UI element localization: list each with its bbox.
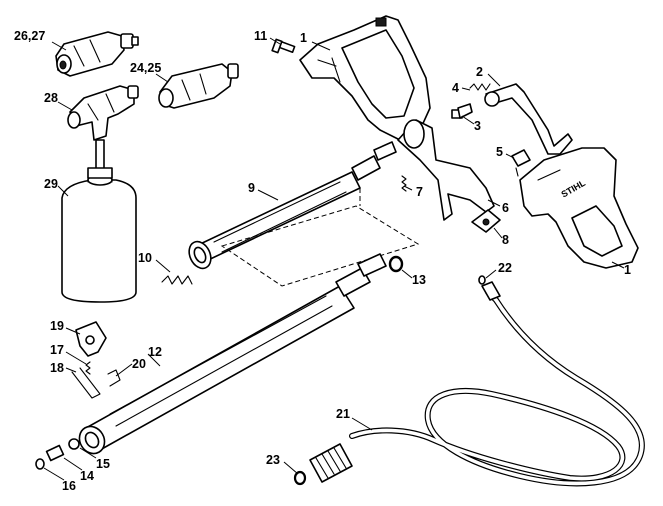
callout-10: 10 xyxy=(138,251,152,265)
callout-4: 4 xyxy=(452,81,459,95)
spray-gun-handle-part: STIHL xyxy=(519,147,639,269)
retaining-bracket-part xyxy=(71,367,101,399)
callout-5: 5 xyxy=(496,145,503,159)
callout-22: 22 xyxy=(498,261,512,275)
callout-7: 7 xyxy=(416,185,423,199)
spray-lance-part xyxy=(78,253,387,455)
trigger-spring-part xyxy=(401,175,407,192)
lance-tube-part xyxy=(188,141,397,270)
callout-15: 15 xyxy=(96,457,110,471)
rotary-nozzle-part xyxy=(55,31,139,77)
callout-26-27: 26,27 xyxy=(14,29,45,43)
retaining-pin-part xyxy=(107,369,121,387)
high-pressure-hose-part xyxy=(349,281,645,487)
grip-housing-part xyxy=(397,119,495,221)
callout-8: 8 xyxy=(502,233,509,247)
callout-16: 16 xyxy=(62,479,76,493)
callout-1-top: 1 xyxy=(300,31,307,45)
callout-6: 6 xyxy=(502,201,509,215)
detent-spring-part xyxy=(85,361,91,375)
hose-o-ring-part xyxy=(478,275,486,285)
callout-29: 29 xyxy=(44,177,58,191)
callout-11: 11 xyxy=(254,29,267,43)
callout-3: 3 xyxy=(474,119,481,133)
screw-part xyxy=(271,38,296,54)
variable-nozzle-part xyxy=(158,63,239,109)
callout-13: 13 xyxy=(412,273,426,287)
valve-pin-part xyxy=(451,103,473,119)
callout-18: 18 xyxy=(50,361,64,375)
callout-24-25: 24,25 xyxy=(130,61,161,75)
callout-2: 2 xyxy=(476,65,483,79)
assembly-guide-lines xyxy=(220,188,420,287)
callout-23: 23 xyxy=(266,453,280,467)
callout-1-handle: 1 xyxy=(624,263,631,277)
lock-button-part xyxy=(471,209,501,233)
foam-nozzle-head-part xyxy=(67,85,139,171)
callout-20: 20 xyxy=(132,357,146,371)
o-ring-part xyxy=(388,255,404,273)
callout-leader-lines xyxy=(43,37,625,481)
nozzle-fitting-part xyxy=(35,438,80,470)
callout-28: 28 xyxy=(44,91,58,105)
callout-labels: 26,27 24,25 28 29 11 1 4 3 2 5 9 7 6 8 1… xyxy=(14,29,631,493)
valve-spring-part xyxy=(469,83,491,91)
callout-12: 12 xyxy=(148,345,162,359)
foam-bottle-part xyxy=(61,167,137,303)
nozzle-holder-part xyxy=(75,321,107,357)
callout-17: 17 xyxy=(50,343,64,357)
trigger-lever-part xyxy=(484,83,573,155)
lock-clip-part xyxy=(511,149,531,177)
handle-housing-half-part xyxy=(299,15,431,141)
hose-coupling-part xyxy=(293,443,353,486)
callout-14: 14 xyxy=(80,469,94,483)
lance-spring-part xyxy=(161,275,193,285)
callout-9: 9 xyxy=(248,181,255,195)
callout-21: 21 xyxy=(336,407,350,421)
callout-19: 19 xyxy=(50,319,64,333)
